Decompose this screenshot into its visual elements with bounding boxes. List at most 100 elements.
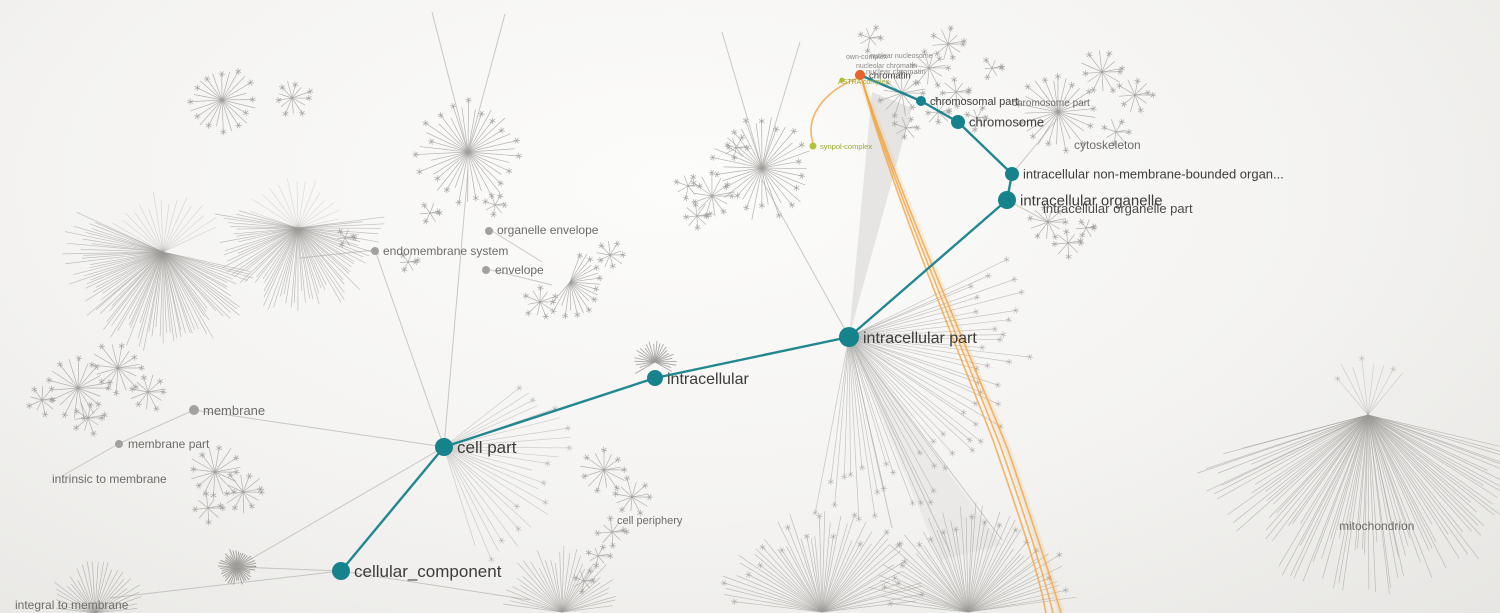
term-label[interactable]: membrane part [128,437,210,451]
cluster-spoke [1367,414,1484,486]
term-label-small[interactable]: nuclear chromatin [866,67,926,76]
cluster-spoke [344,236,354,239]
graph-nodes [115,70,1019,580]
cluster-spoke [117,363,140,369]
cluster-spoke [751,167,763,220]
cluster-spoke [190,99,223,103]
term-label[interactable]: cell periphery [617,515,683,527]
term-label-small[interactable]: nucleolar chromatin [856,63,917,70]
cluster-spoke [1037,111,1059,146]
asterisk-tip-icon [113,390,119,396]
cluster-spoke [443,446,518,507]
term-label[interactable]: envelope [495,263,544,277]
node-label-cellular_component[interactable]: cellular_component [354,562,502,581]
term-node[interactable] [371,247,379,255]
term-node[interactable] [115,440,123,448]
asterisk-tip-icon [1334,376,1341,381]
node-cellular_component[interactable] [332,562,350,580]
node-label-chromatin[interactable]: chromatin [869,70,911,81]
asterisk-tip-icon [858,32,864,38]
cluster-spoke [467,151,520,157]
term-label[interactable]: membrane [203,403,265,418]
node-label-chromosome[interactable]: chromosome [969,115,1044,130]
node-intracellular-nmb-organelle[interactable] [1005,167,1019,181]
asterisk-tip-icon [982,519,988,525]
cluster-spoke [581,580,585,592]
asterisk-tip-icon [515,527,522,531]
term-label-small[interactable]: nuclear nucleosome [870,53,933,60]
cluster-spoke [285,97,293,114]
cluster-spoke [944,82,957,93]
cluster-spoke [594,547,599,557]
cluster-spoke [967,529,1017,613]
asterisk-tip-icon [916,542,923,547]
cluster-spoke [221,99,224,133]
node-label-intracellular[interactable]: intracellular [667,371,749,388]
term-label[interactable]: intracellular organelle part [1043,201,1193,216]
node-chromosome[interactable] [951,115,965,129]
cluster-spoke [711,178,722,197]
term-label[interactable]: cytoskeleton [1074,138,1141,152]
cluster-spoke [419,212,431,215]
term-label[interactable]: intrinsic to membrane [52,472,167,486]
node-intracellular-organelle[interactable] [998,191,1016,209]
cluster-spoke [569,272,599,283]
asterisk-tip-icon [544,461,551,466]
term-label[interactable]: endomembrane system [383,244,508,258]
cluster-spoke [761,167,793,206]
cluster-spoke [814,535,823,613]
cluster-spoke [269,187,299,229]
asterisk-tip-icon [1116,83,1123,88]
node-chromosomal-part[interactable] [916,96,926,106]
asterisk-tip-icon [697,183,703,189]
cluster-spoke [297,180,317,229]
term-label[interactable]: integral to membrane [15,598,129,612]
term-label[interactable]: organelle envelope [497,223,599,237]
cluster-spoke [126,251,164,346]
node-intracellular[interactable] [647,370,663,386]
selected-node-chromatin[interactable] [855,70,865,80]
cluster-spoke [443,446,492,560]
asterisk-tip-icon [204,76,209,82]
asterisk-tip-icon [793,185,800,190]
node-label-intracellular-organelle[interactable]: intracellular organelle [1020,192,1163,209]
node-label-intracellular-nmb-organelle[interactable]: intracellular non-membrane-bounded organ… [1023,167,1284,182]
node-label-intracellular-part[interactable]: intracellular part [863,330,977,347]
cluster-spoke [1268,414,1369,519]
cluster-spoke [1067,233,1076,244]
node-label-chromosomal-part[interactable]: chromosomal part [930,96,1018,108]
term-node[interactable] [482,266,490,274]
node-label-cell-part[interactable]: cell part [457,438,517,457]
term-label-small[interactable]: synpol-complex [820,142,872,151]
cluster-spoke [1367,414,1500,492]
term-label-small[interactable]: ASTRA complex [838,79,889,86]
term-label-small[interactable]: own-complex [846,54,888,61]
cluster-spoke [443,446,499,552]
cluster-spoke [1302,414,1369,582]
cluster-spoke [1081,62,1103,73]
asterisk-tip-icon [94,363,99,370]
node-intracellular-part[interactable] [839,327,859,347]
asterisk-tip-icon [683,214,689,220]
asterisk-tip-icon [564,426,572,430]
node-cell-part[interactable] [435,438,453,456]
cluster-spoke [609,250,622,256]
term-label[interactable]: chromosome part [1012,98,1090,109]
cluster-spoke [1367,414,1493,505]
highlighted-node-astra[interactable] [839,77,845,83]
cluster-spoke [443,446,532,528]
cluster-spoke [76,568,96,613]
cluster-spoke [821,561,905,613]
cluster-spoke [278,93,293,99]
term-label[interactable]: mitochondrion [1339,519,1414,533]
asterisk-tip-icon [488,557,495,562]
term-node[interactable] [485,227,493,235]
term-node[interactable] [189,405,199,415]
highlighted-node-synpol[interactable] [809,142,817,150]
cluster-spoke [848,336,1001,427]
graph-edge [193,409,445,448]
asterisk-tip-icon [1077,238,1084,243]
cluster-spoke [561,563,584,613]
cluster-spoke [297,227,380,255]
